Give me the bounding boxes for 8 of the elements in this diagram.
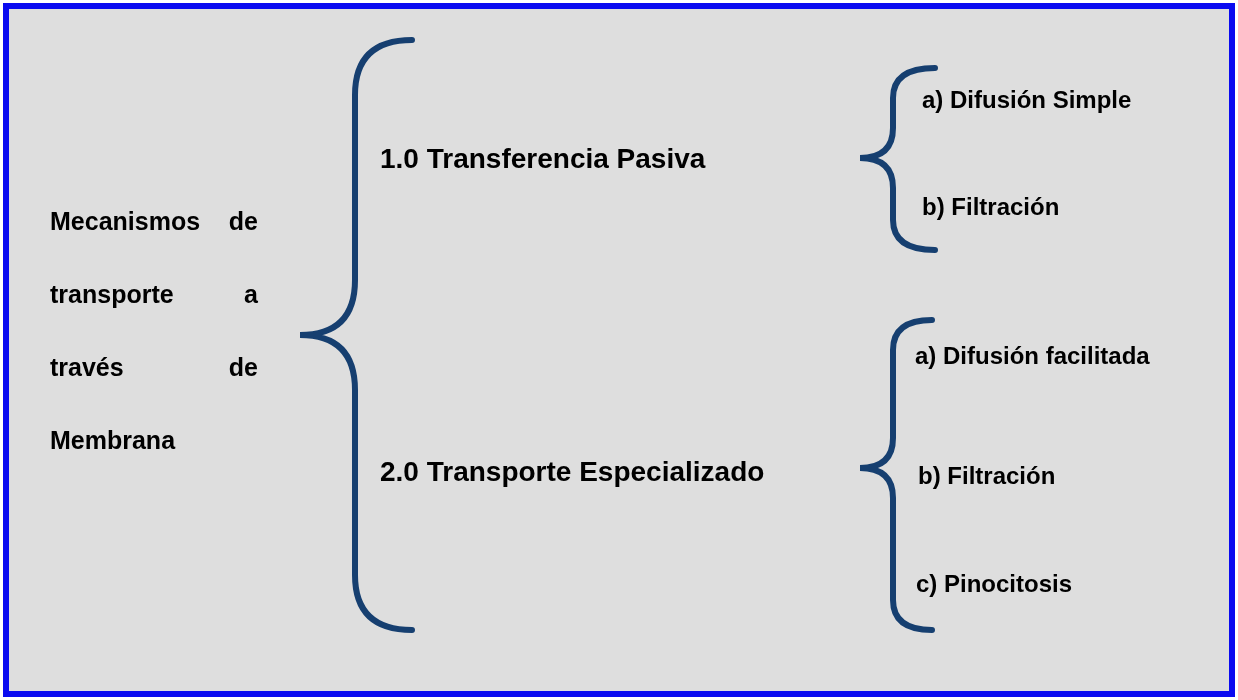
category-label: 2.0 Transporte Especializado [380, 456, 765, 488]
heading-text: Mecanismos de transporte a través de Membrana [50, 206, 258, 456]
item-label: a) Difusión facilitada [915, 342, 1150, 370]
item-label: b) Filtración [918, 462, 1056, 490]
item-label: c) Pinocitosis [916, 570, 1073, 598]
category-label: 1.0 Transferencia Pasiva [380, 143, 706, 175]
item-label: b) Filtración [922, 193, 1060, 221]
item-label: a) Difusión Simple [922, 86, 1132, 114]
